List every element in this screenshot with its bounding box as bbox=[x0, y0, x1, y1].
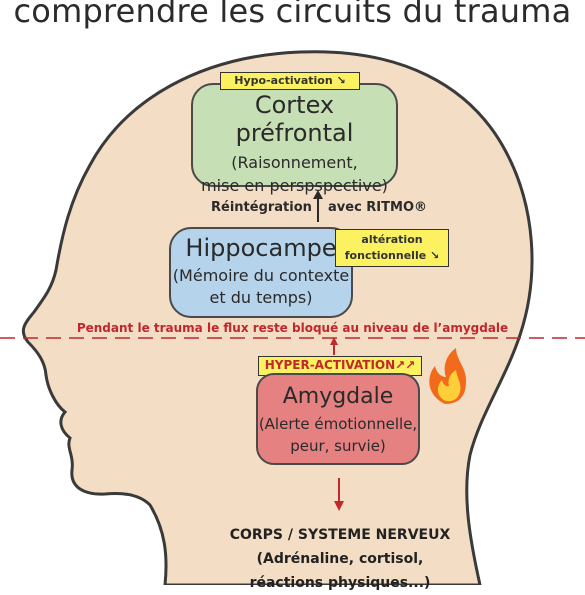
ritmo-label: avec RITMO® bbox=[328, 200, 427, 215]
body-nervous-system-block: CORPS / SYSTEME NERVEUX (Adrénaline, cor… bbox=[205, 523, 475, 595]
alteration-tag: altération fonctionnelle ↘ bbox=[335, 229, 449, 267]
cortex-desc-line2: mise en perspspective) bbox=[201, 176, 388, 195]
amygdale-desc-line1: (Alerte émotionnelle, bbox=[258, 415, 418, 433]
reintegration-arrow bbox=[313, 190, 323, 222]
fire-icon bbox=[429, 348, 467, 404]
alteration-tag-line2: fonctionnelle ↘ bbox=[344, 249, 440, 262]
blocked-flow-caption: Pendant le trauma le flux reste bloqué a… bbox=[76, 321, 509, 335]
cortex-desc-line1: (Raisonnement, bbox=[231, 153, 358, 172]
reintegration-label: Réintégration bbox=[211, 200, 312, 215]
hypo-activation-tag: Hypo-activation ↘ bbox=[220, 72, 360, 90]
page-title: comprendre les circuits du trauma bbox=[13, 0, 572, 30]
down-arrow-body bbox=[334, 478, 344, 511]
hyper-activation-tag: HYPER-ACTIVATION↗↗ bbox=[258, 356, 422, 376]
hippocampe-box: Hippocampe (Mémoire du contexte et du te… bbox=[169, 227, 353, 318]
cortex-title: Cortex préfrontal bbox=[235, 91, 354, 147]
corps-desc-line2: réactions physiques...) bbox=[249, 575, 431, 591]
hippocampe-desc-line2: et du temps) bbox=[209, 288, 313, 307]
alteration-tag-line1: altération bbox=[361, 233, 423, 246]
amygdale-title: Amygdale bbox=[282, 384, 394, 409]
cortex-box: Cortex préfrontal (Raisonnement, mise en… bbox=[191, 83, 398, 195]
hippocampe-title: Hippocampe bbox=[185, 234, 337, 262]
amygdale-desc-line2: peur, survie) bbox=[290, 437, 386, 455]
corps-title: CORPS / SYSTEME NERVEUX bbox=[229, 527, 451, 543]
corps-desc-line1: (Adrénaline, cortisol, bbox=[256, 551, 424, 567]
hippocampe-desc-line1: (Mémoire du contexte bbox=[172, 266, 350, 285]
up-arrow-blocked bbox=[330, 337, 338, 355]
amygdale-box: Amygdale (Alerte émotionnelle, peur, sur… bbox=[256, 373, 420, 465]
